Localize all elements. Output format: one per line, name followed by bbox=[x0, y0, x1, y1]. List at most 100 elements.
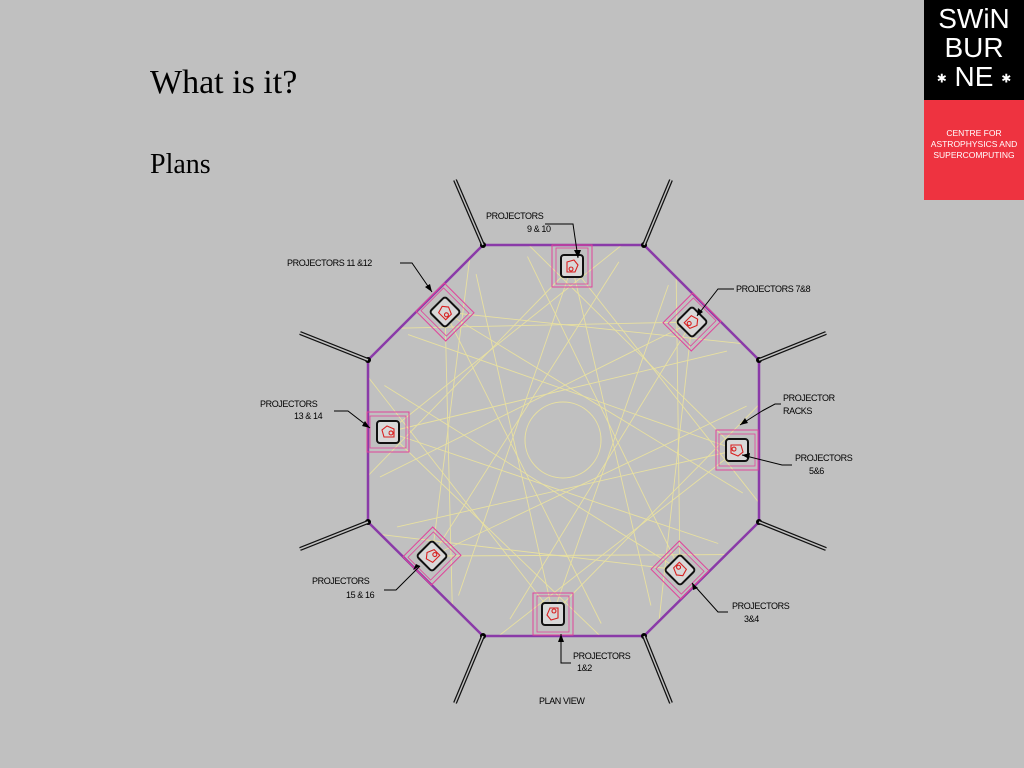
leader-line bbox=[545, 223, 579, 259]
logo-line-1: SWiN bbox=[938, 3, 1010, 34]
logo-caption: CENTRE FOR ASTROPHYSICS AND SUPERCOMPUTI… bbox=[926, 128, 1022, 161]
projector-stations bbox=[366, 244, 759, 636]
projection-ray bbox=[488, 245, 738, 451]
projection-ray bbox=[384, 385, 681, 571]
logo-line-3-text: NE bbox=[954, 61, 994, 92]
projector-lens-icon bbox=[546, 607, 559, 621]
projection-ray bbox=[387, 350, 728, 433]
station-frame bbox=[715, 429, 759, 471]
projector-station bbox=[402, 526, 462, 586]
leader-arrowheads bbox=[362, 250, 750, 642]
projection-ray bbox=[509, 321, 693, 620]
station-frame bbox=[402, 526, 462, 586]
projection-ray bbox=[675, 245, 681, 571]
station-frame-inner bbox=[420, 287, 470, 337]
projection-ray bbox=[571, 265, 652, 606]
station-frame bbox=[366, 411, 410, 453]
projection-ray bbox=[387, 431, 640, 636]
star-icon: ✱ bbox=[936, 71, 947, 86]
projection-rays bbox=[368, 245, 759, 636]
dome-wall-octagon bbox=[366, 243, 761, 638]
projector-icon bbox=[664, 554, 696, 586]
label-projectors-1-2: PROJECTORS bbox=[573, 651, 631, 661]
projection-ray bbox=[653, 321, 693, 636]
projection-ray bbox=[444, 311, 455, 636]
logo-wordmark: SWiN BUR ✱ NE ✱ bbox=[924, 0, 1024, 100]
label-projectors-3-4-num: 3&4 bbox=[744, 614, 759, 624]
station-frame bbox=[415, 282, 475, 342]
station-frame-inner bbox=[667, 297, 717, 347]
station-frame-inner bbox=[718, 433, 756, 467]
strut-highlights bbox=[299, 179, 827, 704]
label-projectors-13-14-num: 13 & 14 bbox=[294, 411, 323, 421]
station-frame-inner bbox=[555, 247, 589, 285]
projector-icon bbox=[676, 306, 708, 338]
projector-lens-icon bbox=[381, 425, 395, 438]
label-projectors-5-6: PROJECTORS bbox=[795, 453, 853, 463]
projector-icon bbox=[429, 296, 461, 328]
logo-caption-line: ASTROPHYSICS AND bbox=[930, 139, 1018, 149]
label-projectors-1-2-num: 1&2 bbox=[577, 663, 592, 673]
projector-icon bbox=[376, 420, 400, 444]
leader-lines bbox=[334, 223, 792, 664]
projector-lens-icon bbox=[425, 548, 441, 564]
projector-station bbox=[532, 592, 574, 636]
leader-line bbox=[560, 634, 571, 664]
center-circle bbox=[524, 401, 602, 479]
label-projectors-9-10-num: 9 & 10 bbox=[527, 224, 551, 234]
projector-lens-icon bbox=[683, 314, 699, 330]
leader-line bbox=[741, 454, 792, 466]
label-projectors-15-16-num: 15 & 16 bbox=[346, 590, 375, 600]
projector-lens-icon bbox=[566, 259, 579, 273]
label-projectors-3-4: PROJECTORS bbox=[732, 601, 790, 611]
projection-ray bbox=[527, 256, 681, 571]
projection-ray bbox=[368, 528, 681, 571]
projection-ray bbox=[461, 449, 738, 636]
projection-ray bbox=[368, 265, 573, 517]
station-frame bbox=[650, 540, 710, 600]
projection-ray bbox=[571, 265, 759, 540]
station-frame-inner bbox=[536, 595, 570, 633]
station-frame bbox=[551, 244, 593, 288]
label-plan-view: PLAN VIEW bbox=[539, 696, 585, 706]
projector-station bbox=[650, 540, 710, 600]
leader-line bbox=[384, 565, 421, 591]
label-projectors-9-10: PROJECTORS bbox=[486, 211, 544, 221]
projection-ray bbox=[431, 553, 759, 557]
projector-icon bbox=[725, 438, 749, 462]
leader-line bbox=[696, 288, 734, 317]
label-projectors-7-8: PROJECTORS 7&8 bbox=[736, 284, 811, 294]
station-frame-inner bbox=[369, 415, 407, 449]
label-projector-racks-2: RACKS bbox=[783, 406, 812, 416]
projection-ray bbox=[397, 449, 738, 528]
projector-icon bbox=[560, 254, 584, 278]
station-frame-inner bbox=[655, 545, 705, 595]
projection-ray bbox=[552, 284, 669, 615]
label-projectors-5-6-num: 5&6 bbox=[809, 466, 824, 476]
projection-ray bbox=[431, 405, 747, 557]
projector-lens-icon bbox=[730, 444, 744, 457]
projector-icon bbox=[541, 602, 565, 626]
leader-line bbox=[334, 410, 371, 429]
swinburne-logo: SWiN BUR ✱ NE ✱ CENTRE FOR ASTROPHYSICS … bbox=[924, 0, 1024, 200]
projector-station bbox=[366, 411, 410, 453]
projection-ray bbox=[368, 338, 554, 615]
slide-title: What is it? bbox=[150, 64, 298, 101]
logo-line-3: ✱ NE ✱ bbox=[924, 62, 1024, 94]
projector-icon bbox=[416, 540, 448, 572]
projector-station bbox=[662, 292, 722, 352]
projection-ray bbox=[407, 334, 738, 451]
projection-ray bbox=[379, 321, 693, 478]
projection-ray bbox=[431, 261, 620, 557]
projector-station bbox=[415, 282, 475, 342]
logo-caption-box: CENTRE FOR ASTROPHYSICS AND SUPERCOMPUTI… bbox=[924, 100, 1024, 200]
projection-ray bbox=[444, 311, 759, 350]
projector-lens-icon bbox=[672, 561, 688, 577]
label-projectors-11-12: PROJECTORS 11 &12 bbox=[287, 258, 372, 268]
projection-ray bbox=[387, 245, 661, 433]
projector-station bbox=[551, 244, 593, 288]
projection-ray bbox=[552, 365, 759, 615]
label-projector-racks: PROJECTOR bbox=[783, 393, 836, 403]
leader-line bbox=[691, 582, 728, 613]
